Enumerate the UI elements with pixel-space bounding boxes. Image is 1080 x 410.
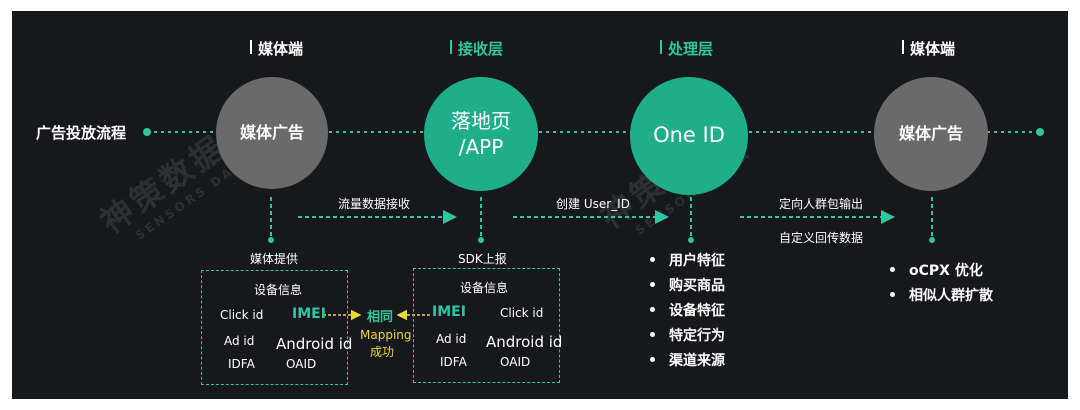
- label-mapping: Mapping: [360, 328, 412, 342]
- label-custom-backflow: 自定义回传数据: [779, 231, 864, 245]
- label-audience-output: 定向人群包输出: [779, 197, 864, 211]
- label-sdk-report: SDK上报: [458, 252, 507, 266]
- label-traffic-receive: 流量数据接收: [338, 197, 411, 211]
- header-tick: [902, 40, 904, 54]
- header-receive: 接收层: [458, 40, 504, 58]
- header-process: 处理层: [668, 40, 714, 58]
- node-media-ad-right: 媒体广告: [874, 77, 988, 191]
- node-one-id: One ID: [630, 77, 748, 195]
- header-tick: [660, 40, 662, 54]
- device-info-box-media: 设备信息 Click id IMEI Ad id Android id IDFA…: [201, 270, 352, 385]
- feature-item: 购买商品: [650, 275, 725, 295]
- optimization-item: oCPX 优化: [890, 260, 983, 280]
- header-tick: [450, 40, 452, 54]
- flow-end-dot: [1036, 128, 1044, 136]
- feature-item: 用户特征: [650, 250, 725, 270]
- feature-item: 特定行为: [650, 325, 725, 345]
- header-tick: [250, 40, 252, 54]
- node-landing-page: 落地页/APP: [424, 77, 538, 191]
- label-media-provide: 媒体提供: [250, 252, 299, 266]
- label-same: 相同: [367, 310, 394, 325]
- header-media-right: 媒体端: [910, 40, 956, 58]
- diagram-background: [12, 11, 1068, 399]
- label-mapping-success: 成功: [370, 345, 395, 359]
- header-media-left: 媒体端: [258, 40, 304, 58]
- device-info-box-sdk: 设备信息 IMEI Click id Ad id Android id IDFA…: [413, 268, 562, 383]
- node-media-ad-left: 媒体广告: [216, 77, 328, 189]
- flow-start-dot: [143, 128, 151, 136]
- feature-item: 设备特征: [650, 300, 725, 320]
- label-create-userid: 创建 User_ID: [556, 197, 630, 211]
- flow-label: 广告投放流程: [36, 124, 127, 142]
- feature-item: 渠道来源: [650, 350, 725, 370]
- optimization-item: 相似人群扩散: [890, 285, 993, 305]
